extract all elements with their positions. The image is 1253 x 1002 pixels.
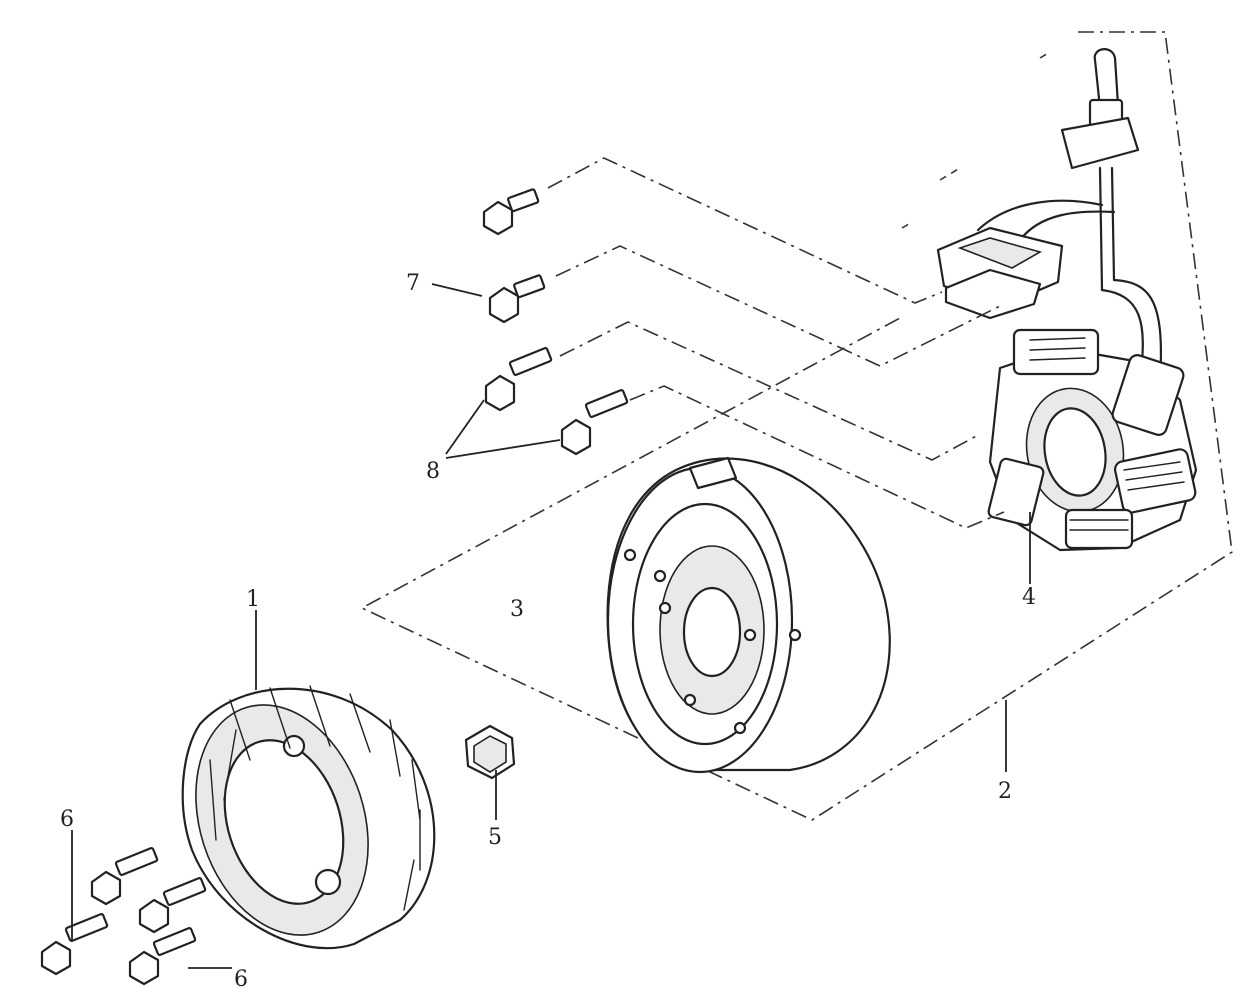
assembly-2-boundary bbox=[360, 31, 1233, 821]
flange-nut-icon bbox=[464, 724, 516, 780]
callout-6-left: 6 bbox=[60, 807, 74, 832]
alignment-lines bbox=[547, 51, 1051, 529]
fan-bolt-icon bbox=[40, 847, 207, 986]
callout-5: 5 bbox=[488, 825, 502, 850]
stator-bolt-upper-icon bbox=[484, 347, 553, 412]
callout-7: 7 bbox=[406, 271, 420, 296]
pickup-bolt-top-icon bbox=[482, 188, 540, 236]
callout-2: 2 bbox=[998, 779, 1012, 804]
stator-coil-icon bbox=[987, 328, 1198, 552]
callout-1: 1 bbox=[246, 587, 260, 612]
callout-3: 3 bbox=[510, 597, 524, 622]
callout-4: 4 bbox=[1022, 585, 1036, 610]
stator-bolt-lower-icon bbox=[560, 389, 629, 456]
callout-6-bottom: 6 bbox=[234, 967, 248, 992]
pickup-bolt-icon bbox=[488, 274, 546, 324]
wiring-harness-icon bbox=[936, 48, 1162, 382]
leader-lines bbox=[71, 283, 1031, 969]
callout-8: 8 bbox=[426, 459, 440, 484]
flywheel-rotor-icon bbox=[606, 456, 891, 774]
callout-labels: 1 2 3 4 5 6 6 7 8 bbox=[60, 271, 1036, 992]
cooling-fan-icon bbox=[181, 685, 436, 950]
